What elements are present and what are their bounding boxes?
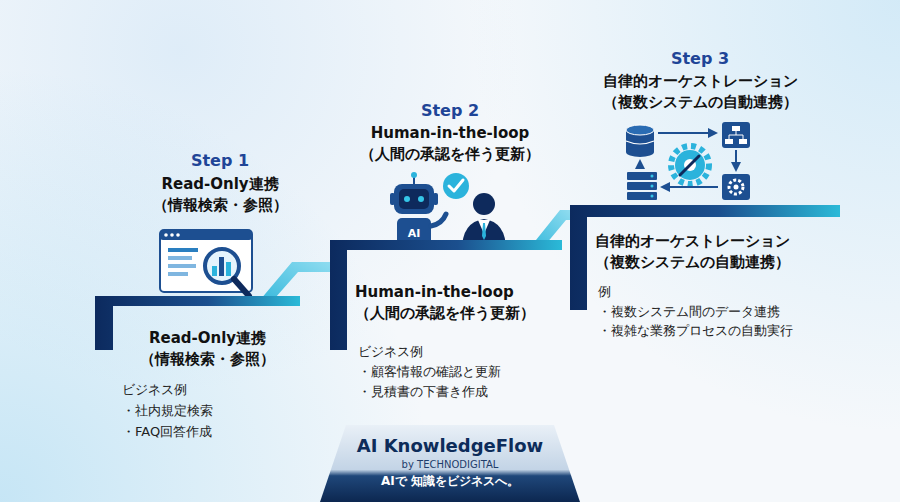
person-tie	[482, 223, 486, 240]
robot-arm	[431, 214, 446, 226]
example-item: ・顧客情報の確認と更新	[358, 363, 568, 381]
example-heading: ビジネス例	[122, 381, 292, 399]
example-item: ・FAQ回答作成	[122, 423, 292, 441]
database-ring	[626, 141, 654, 144]
text-line	[168, 256, 192, 260]
step-block: Step 3自律的オーケストレーション （複数システムの自動連携）自律的オーケス…	[565, 45, 845, 345]
logo-badge: AI KnowledgeFlowby TECHNODIGITAL AIで 知識をビ…	[320, 425, 580, 502]
browser-dot	[170, 233, 174, 237]
process-box	[722, 174, 750, 200]
gear-teeth	[671, 146, 709, 184]
flow-arrow	[639, 161, 641, 169]
text-line	[168, 272, 188, 276]
step-number: Step 2	[335, 100, 565, 122]
flow-arrow	[735, 150, 737, 170]
server-light	[651, 175, 654, 178]
robot-badge-text: AI	[399, 227, 429, 242]
server-unit	[627, 172, 657, 180]
step-block-shape	[570, 205, 840, 310]
logo-badge-shape	[320, 425, 580, 502]
robot-antenna-tip	[411, 172, 417, 178]
text-line	[168, 264, 196, 268]
browser-dot	[164, 233, 168, 237]
step-number: Step 3	[565, 48, 835, 70]
bar-chart	[219, 257, 224, 276]
example-item: ・複雑な業務プロセスの自動実行	[598, 322, 838, 340]
step-title: Human-in-the-loop （人間の承認を伴う更新）	[355, 282, 565, 324]
brand-tagline: AIで 知識をビジネスへ。	[320, 474, 580, 490]
browser-dot	[176, 233, 180, 237]
approval-icon	[390, 172, 506, 250]
server-light	[651, 185, 654, 188]
text-line	[168, 248, 198, 252]
flow-arrow	[658, 132, 716, 134]
robot-antenna	[413, 177, 415, 184]
example-heading: ビジネス例	[358, 343, 568, 361]
example-item: ・社内規定検索	[122, 402, 292, 420]
step-title: 自律的オーケストレーション （複数システムの自動連携）	[595, 231, 840, 273]
step-block: Step 2Human-in-the-loop （人間の承認を伴う更新）Huma…	[330, 98, 575, 403]
person-head	[473, 193, 495, 215]
step-title: Read-Only連携 （情報検索・参照）	[120, 328, 295, 370]
step-heading: 自律的オーケストレーション （複数システムの自動連携）	[565, 71, 835, 113]
bar-chart	[212, 266, 217, 276]
check-bubble	[443, 173, 469, 199]
server-unit	[627, 192, 657, 200]
bar-chart	[226, 262, 231, 276]
wrench	[680, 156, 699, 175]
org-chart-line	[729, 131, 743, 139]
robot-eye	[404, 196, 410, 202]
database-bottom	[626, 147, 654, 157]
small-gear	[729, 180, 743, 194]
browser-bar	[160, 230, 252, 240]
step-heading: Human-in-the-loop （人間の承認を伴う更新）	[335, 123, 565, 165]
org-chart-cell	[739, 139, 747, 144]
example-heading: 例	[598, 283, 838, 301]
gear	[675, 150, 705, 180]
robot-eye	[418, 196, 424, 202]
server-unit	[627, 182, 657, 190]
brand-name: AI KnowledgeFlow	[320, 434, 580, 457]
robot-head	[394, 184, 434, 214]
orchestration-icon	[626, 122, 750, 200]
flow-arrow	[662, 186, 718, 188]
search-icon	[160, 230, 252, 296]
org-chart-box	[722, 122, 750, 148]
step-block: Step 1Read-Only連携 （情報検索・参照）Read-Only連携 （…	[95, 145, 310, 445]
example-item: ・複数システム間のデータ連携	[598, 303, 838, 321]
org-chart-cell	[732, 126, 740, 131]
step-number: Step 1	[120, 150, 320, 172]
org-chart-cell	[725, 139, 733, 144]
step-heading: Read-Only連携 （情報検索・参照）	[120, 174, 320, 216]
small-gear-hub	[734, 185, 739, 190]
server-light	[651, 195, 654, 198]
robot-face	[399, 189, 429, 209]
database-top	[626, 125, 654, 135]
brand-byline: by TECHNODIGITAL	[320, 458, 580, 471]
example-item: ・見積書の下書き作成	[358, 383, 568, 401]
magnifier-handle	[234, 279, 249, 296]
check-mark	[449, 180, 463, 191]
